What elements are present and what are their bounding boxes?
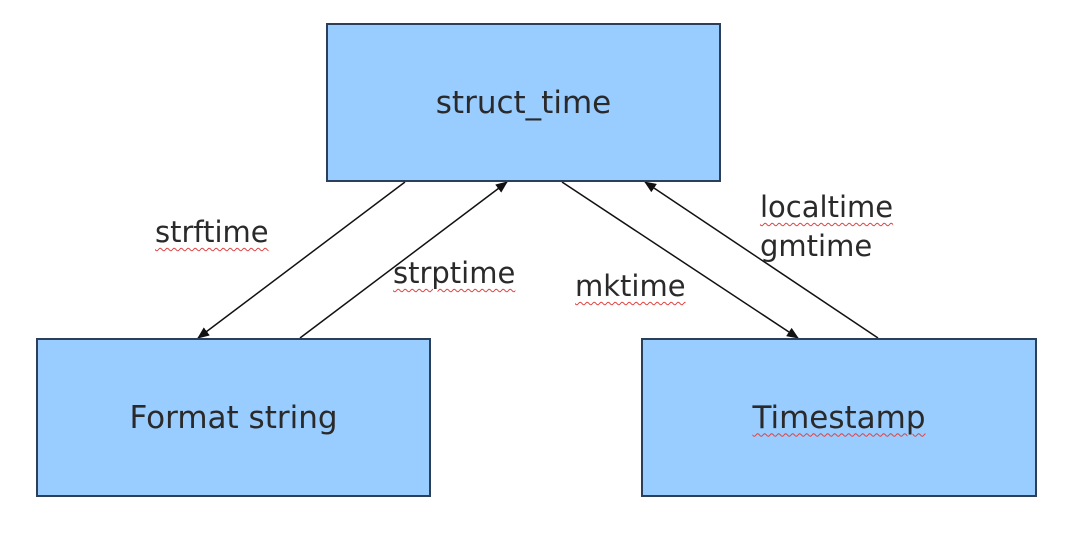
edge-localtime-gmtime-arrow	[644, 181, 879, 339]
node-timestamp-label: Timestamp	[752, 399, 926, 436]
edge-strftime-arrow	[197, 181, 406, 339]
edge-label-gmtime: gmtime	[760, 229, 873, 263]
edge-label-localtime: localtime	[760, 190, 894, 224]
edge-mktime-arrow	[561, 181, 799, 339]
edge-label-strftime: strftime	[155, 215, 269, 249]
node-struct-time-label: struct_time	[435, 84, 612, 121]
edge-label-strptime: strptime	[393, 256, 516, 290]
node-format-string-label: Format string	[129, 399, 338, 436]
edge-label-mktime: mktime	[575, 269, 686, 303]
node-timestamp: Timestamp	[641, 338, 1037, 497]
node-struct-time: struct_time	[326, 23, 721, 182]
edge-strptime-arrow	[299, 181, 508, 339]
node-format-string: Format string	[36, 338, 431, 497]
